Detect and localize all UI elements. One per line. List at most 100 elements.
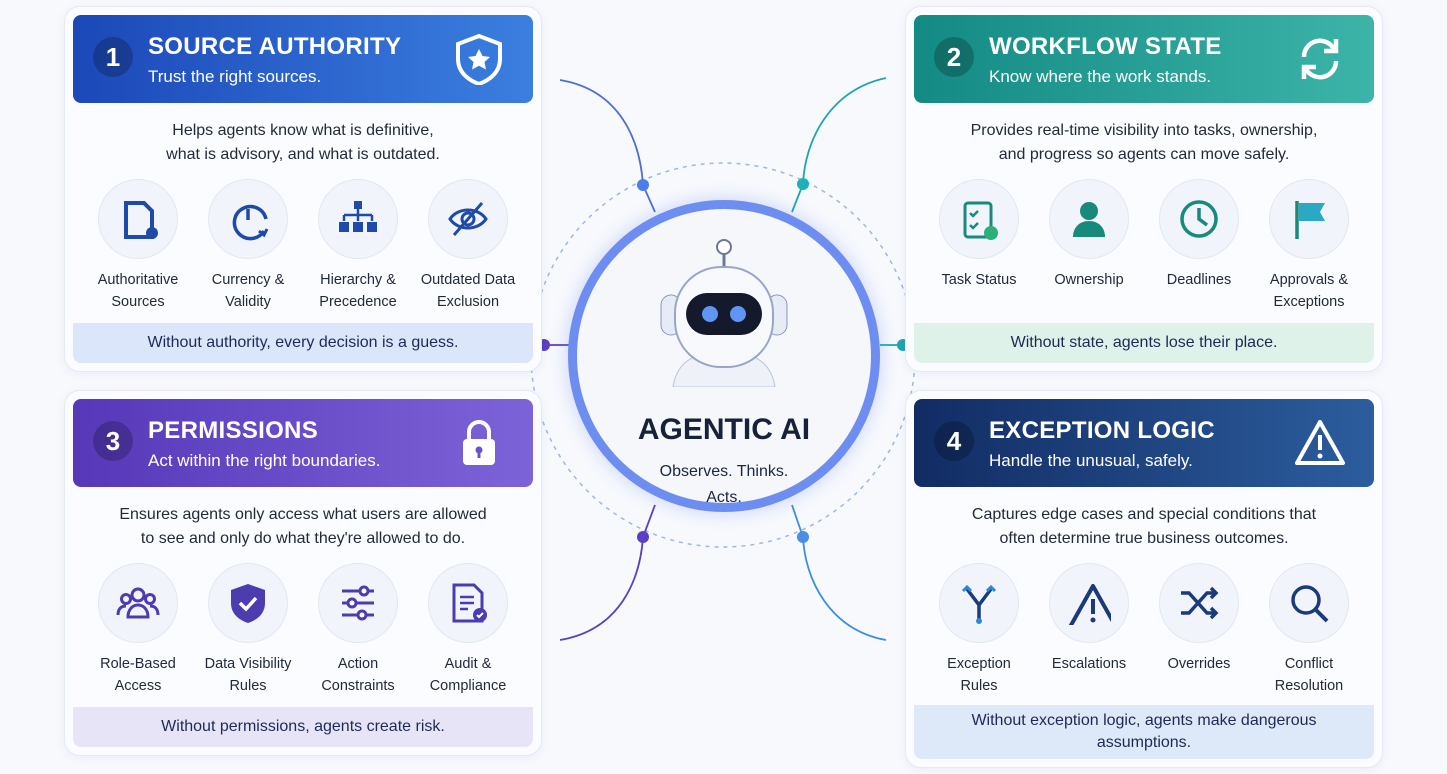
feature-label: Escalations: [1034, 653, 1144, 675]
feature-label-line: Ownership: [1054, 272, 1124, 288]
description-line: what is advisory, and what is outdated.: [166, 146, 440, 163]
feature-label-line: Compliance: [429, 678, 507, 694]
panel-header: 3 PERMISSIONS Act within the right bound…: [73, 399, 533, 487]
feature-list: Task Status Ownership Deadlines Approval…: [924, 179, 1364, 313]
feature-label-line: Resolution: [1274, 678, 1344, 694]
description-line: often determine true business outcomes.: [999, 530, 1289, 547]
panel-header: 4 EXCEPTION LOGIC Handle the unusual, sa…: [914, 399, 1374, 487]
feature-label-line: Outdated Data: [420, 272, 516, 288]
feature-label: Task Status: [924, 269, 1034, 291]
feature-label-line: Role-Based: [100, 656, 176, 672]
document-badge-icon: [124, 201, 158, 239]
panel-exception-logic: 4 EXCEPTION LOGIC Handle the unusual, sa…: [905, 390, 1383, 768]
panel-footer: Without permissions, agents create risk.: [73, 707, 533, 747]
panel-subtitle: Trust the right sources.: [148, 67, 322, 86]
feature-label-line: Constraints: [321, 678, 395, 694]
user-icon: [1073, 202, 1105, 237]
flag-icon: [1295, 201, 1325, 239]
panel-title: EXCEPTION LOGIC: [989, 417, 1215, 444]
feature-label-line: Currency &: [211, 272, 285, 288]
feature-label: Approvals &Exceptions: [1254, 269, 1364, 313]
feature-label-line: Authoritative: [97, 272, 179, 288]
eye-off-icon: [448, 202, 488, 236]
feature-item: Approvals &Exceptions: [1254, 179, 1364, 313]
feature-item: Task Status: [924, 179, 1034, 313]
feature-label-line: Rules: [960, 678, 998, 694]
description-line: Captures edge cases and special conditio…: [971, 506, 1317, 523]
shield-star-icon: [456, 33, 502, 85]
panel-workflow-state: 2 WORKFLOW STATE Know where the work sta…: [905, 6, 1383, 372]
description-line: to see and only do what they're allowed …: [140, 530, 466, 547]
document-check-icon: [452, 583, 487, 623]
robot-icon: [660, 239, 788, 387]
lock-icon: [463, 420, 495, 465]
panel-description: Ensures agents only access what users ar…: [65, 503, 541, 551]
sync-icon: [1301, 38, 1339, 80]
panel-source-authority: 1 SOURCE AUTHORITY Trust the right sourc…: [64, 6, 542, 372]
panel-title: SOURCE AUTHORITY: [148, 33, 402, 60]
shield-check-icon: [231, 584, 265, 623]
feature-label-line: Escalations: [1051, 656, 1127, 672]
feature-label-line: Task Status: [941, 272, 1017, 288]
shuffle-icon: [1181, 586, 1219, 620]
feature-item: Escalations: [1034, 563, 1144, 697]
feature-label: Overrides: [1144, 653, 1254, 675]
feature-label-line: Data Visibility: [204, 656, 292, 672]
feature-label: Ownership: [1034, 269, 1144, 291]
step-number: 4: [934, 421, 974, 461]
feature-label: Audit &Compliance: [413, 653, 523, 697]
panel-subtitle: Know where the work stands.: [989, 67, 1212, 86]
feature-label: Deadlines: [1144, 269, 1254, 291]
feature-item: Ownership: [1034, 179, 1144, 313]
feature-item: Currency &Validity: [193, 179, 303, 313]
feature-label: Currency &Validity: [193, 269, 303, 313]
panel-title: WORKFLOW STATE: [989, 33, 1222, 60]
node-dot: [637, 531, 649, 543]
panel-header: 1 SOURCE AUTHORITY Trust the right sourc…: [73, 15, 533, 103]
feature-item: Deadlines: [1144, 179, 1254, 313]
description-line: Provides real-time visibility into tasks…: [970, 122, 1318, 139]
feature-label-line: Precedence: [319, 294, 397, 310]
step-number: 2: [934, 37, 974, 77]
description-line: Ensures agents only access what users ar…: [119, 506, 487, 523]
hub-subtitle: Observes. Thinks. Acts.: [659, 463, 789, 506]
feature-item: Overrides: [1144, 563, 1254, 697]
agentic-ai-hub: AGENTIC AI Observes. Thinks. Acts.: [568, 200, 880, 512]
clipboard-check-icon: [963, 201, 998, 240]
node-dot: [797, 531, 809, 543]
feature-label-line: Deadlines: [1166, 272, 1232, 288]
feature-label-line: Sources: [111, 294, 165, 310]
feature-label-line: Exclusion: [436, 294, 500, 310]
step-number: 3: [93, 421, 133, 461]
panel-description: Captures edge cases and special conditio…: [906, 503, 1382, 551]
feature-label-line: Action: [337, 656, 379, 672]
feature-label-line: Overrides: [1167, 656, 1231, 672]
panel-footer: Without exception logic, agents make dan…: [914, 705, 1374, 759]
description-line: Helps agents know what is definitive,: [172, 122, 434, 139]
panel-footer: Without authority, every decision is a g…: [73, 323, 533, 363]
panel-subtitle: Act within the right boundaries.: [148, 451, 381, 470]
clock-refresh-icon: [232, 204, 269, 241]
panel-header: 2 WORKFLOW STATE Know where the work sta…: [914, 15, 1374, 103]
feature-label-line: Access: [114, 678, 162, 694]
feature-item: Audit &Compliance: [413, 563, 523, 697]
feature-label-line: Hierarchy &: [320, 272, 396, 288]
feature-label-line: Rules: [229, 678, 267, 694]
feature-label: Hierarchy & Precedence: [303, 269, 413, 313]
